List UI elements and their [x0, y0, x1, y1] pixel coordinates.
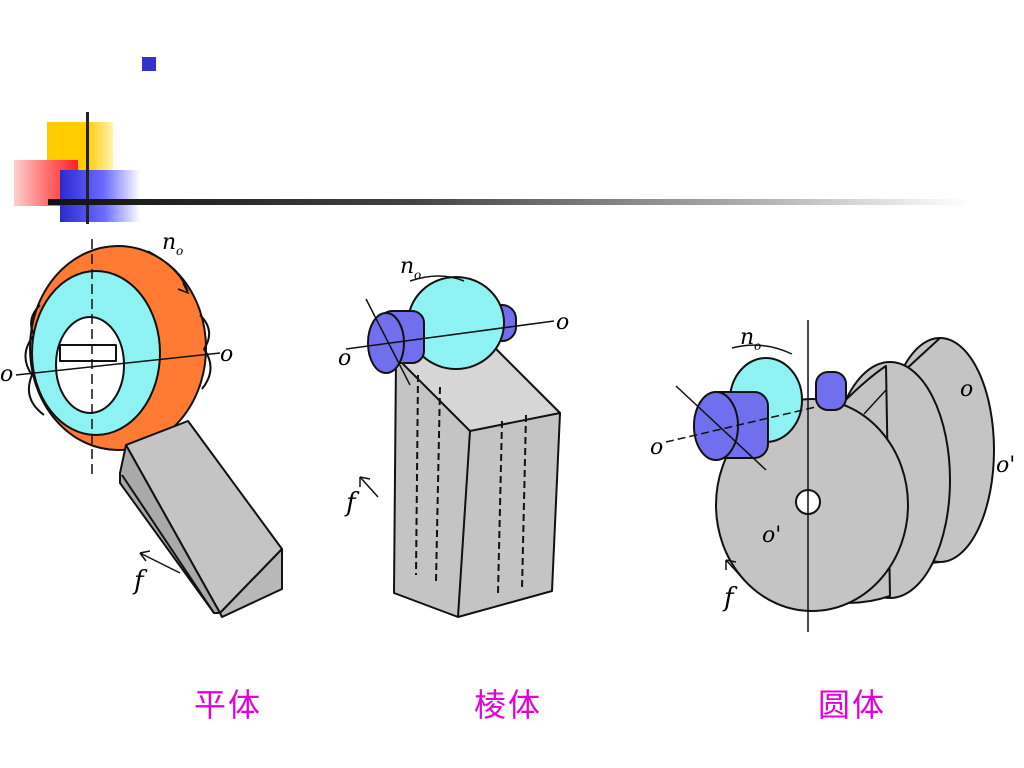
header-rule — [48, 199, 968, 205]
svg-text:o: o — [414, 268, 421, 282]
round-body-figure: n o o o o' o' f — [650, 320, 1015, 632]
deco-blue-square — [60, 170, 140, 222]
round-body-o-prime-a: o' — [762, 523, 781, 548]
flat-body-n-label: n — [162, 230, 176, 255]
prism-body-n-label: n — [400, 254, 414, 279]
prism-body-figure: n o o o f — [338, 254, 569, 618]
prism-body-o-left: o — [338, 346, 351, 371]
bullet-square — [142, 57, 156, 71]
round-body-o-left: o — [650, 435, 663, 460]
caption-prism-body: 棱体 — [474, 686, 543, 724]
svg-text:o: o — [176, 244, 183, 258]
round-body-f-label: f — [722, 583, 738, 613]
flat-body-figure: n o o o f — [0, 230, 283, 618]
deco-vertical-line — [86, 112, 89, 224]
round-body-n-label: n — [740, 325, 754, 350]
flat-body-o-right: o — [220, 342, 233, 367]
caption-round-body: 圆体 — [818, 686, 887, 724]
flat-body-o-left: o — [0, 362, 13, 387]
flat-body-f-label: f — [132, 566, 148, 596]
svg-text:o: o — [754, 339, 761, 353]
prism-body-f-label: f — [344, 488, 360, 518]
prism-body-o-right: o — [556, 310, 569, 335]
caption-flat-body: 平体 — [194, 686, 263, 724]
round-body-o-prime-b: o' — [996, 453, 1015, 478]
round-body-o-right: o — [960, 377, 973, 402]
